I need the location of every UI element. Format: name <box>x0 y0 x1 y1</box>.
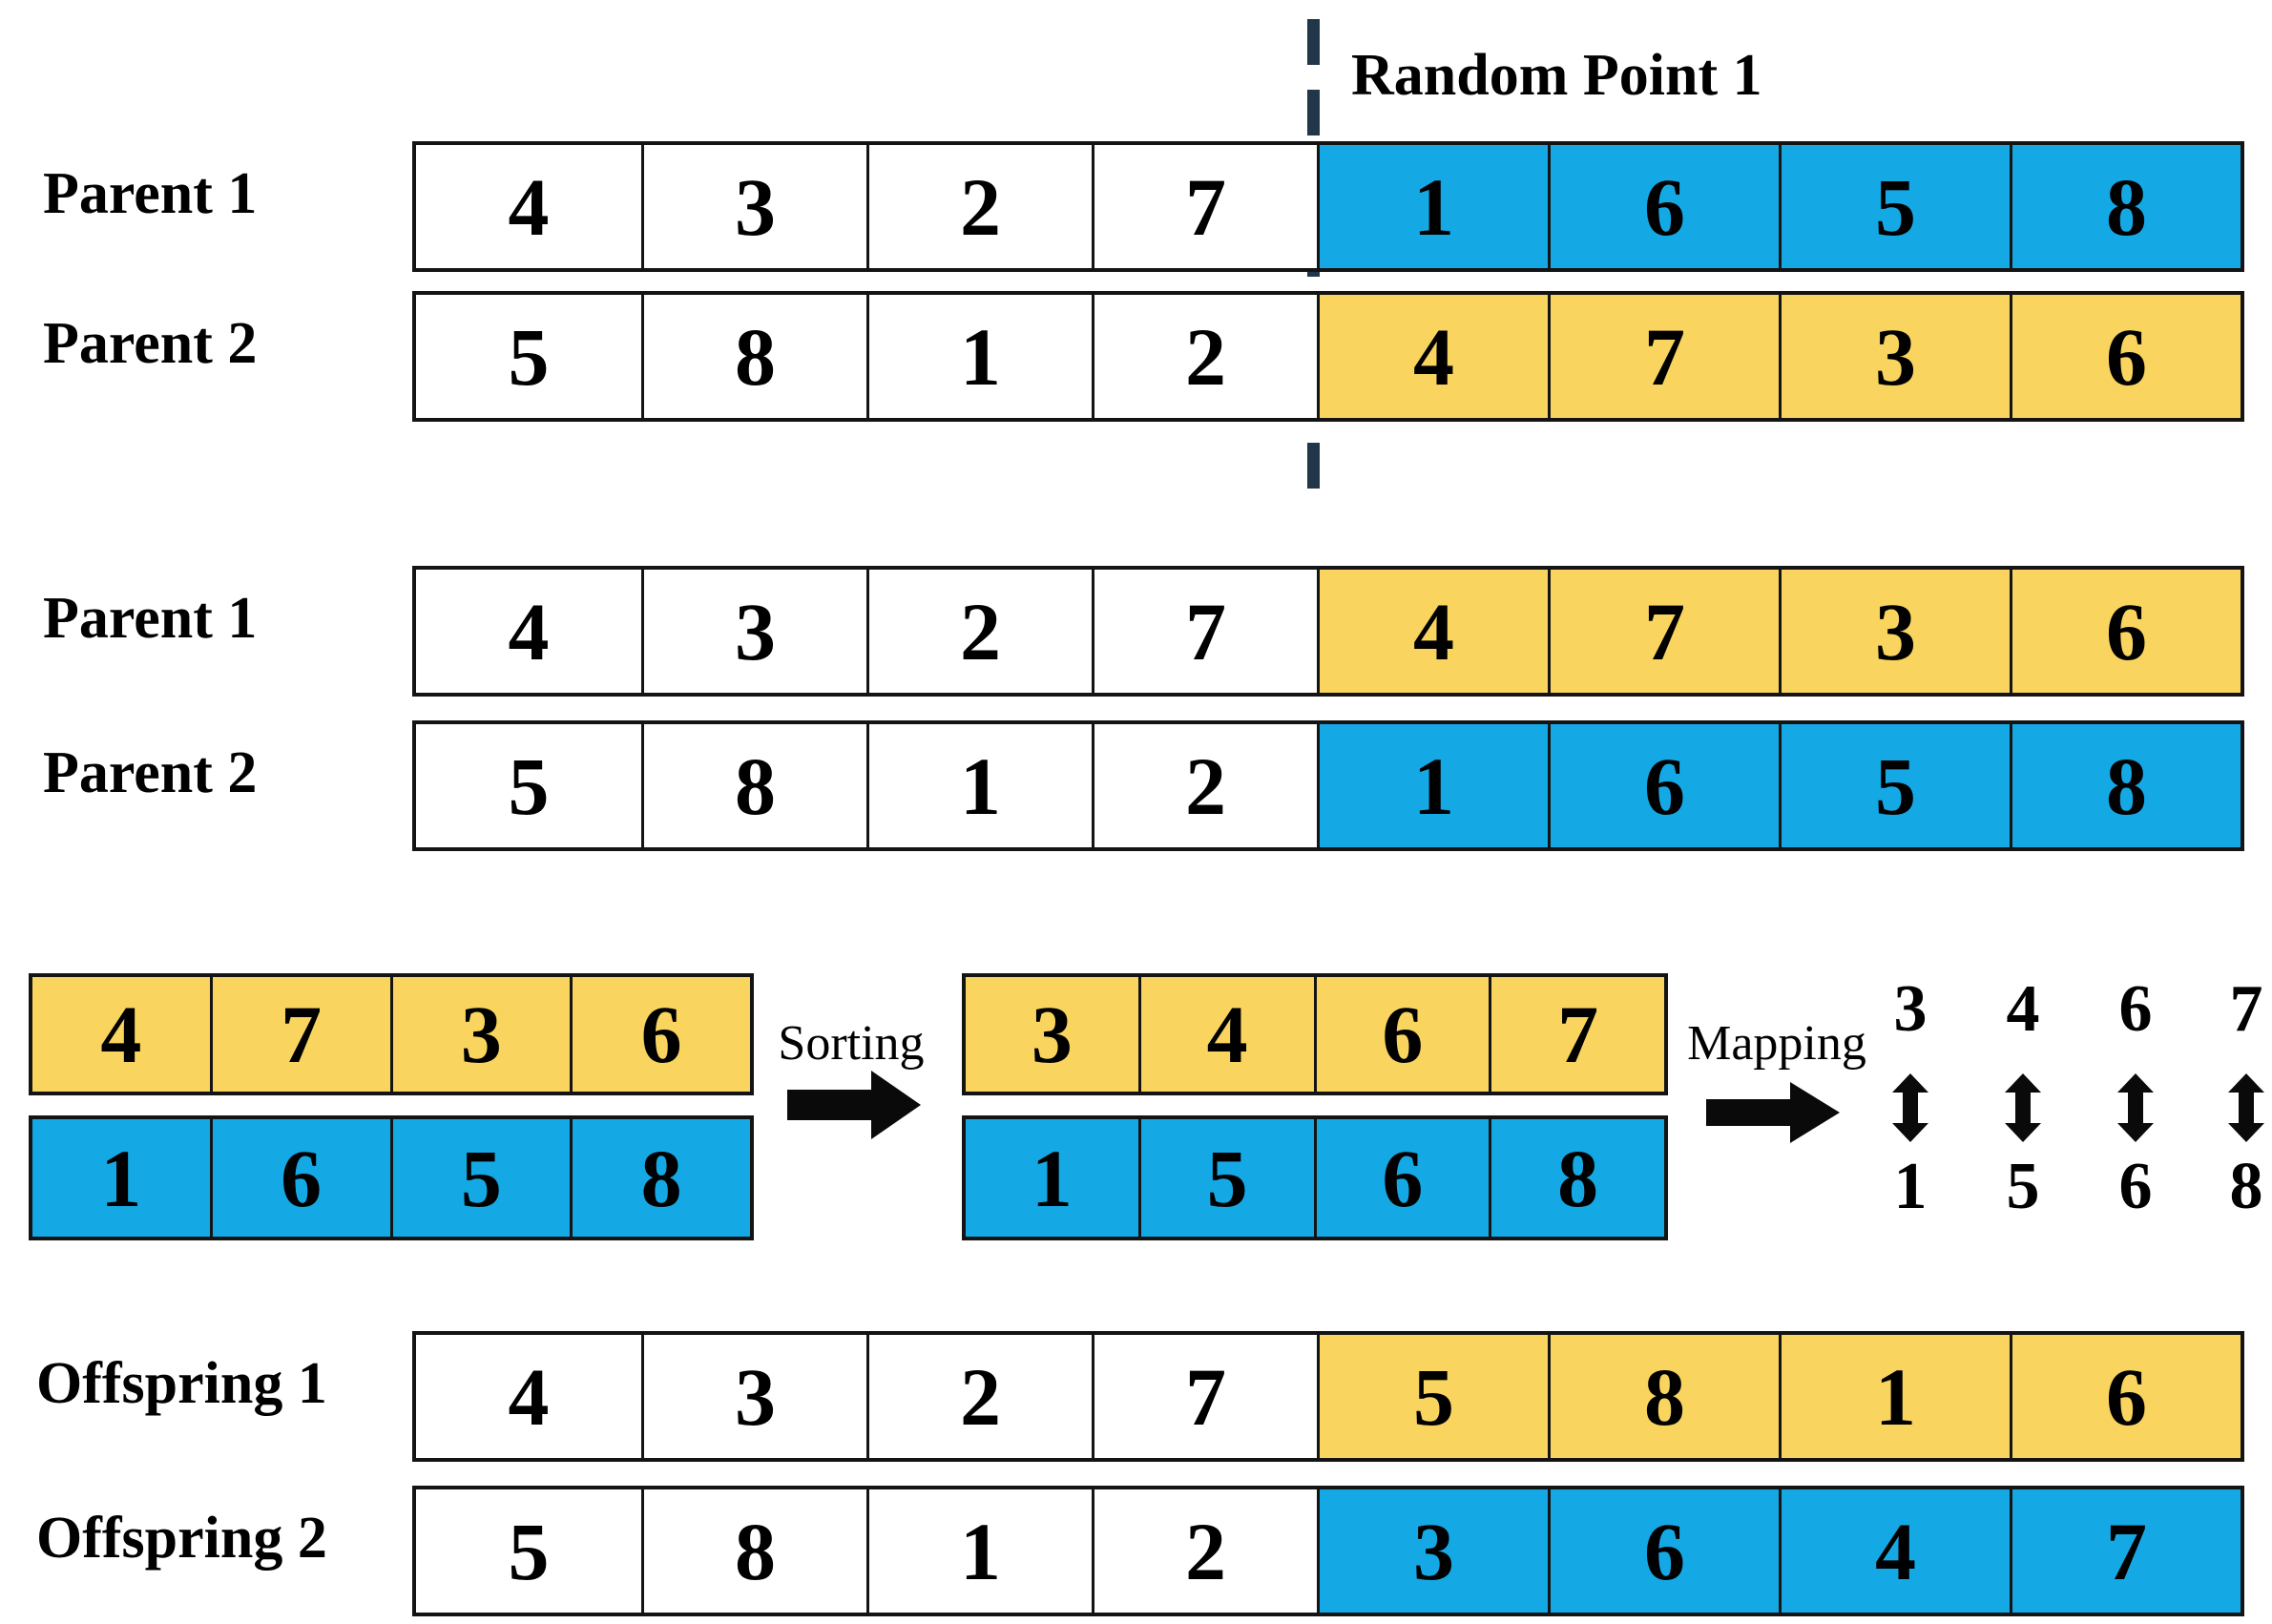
updown-arrow-icon <box>2005 1073 2041 1142</box>
gene-cell: 3 <box>1779 295 2010 418</box>
gene-cell: 6 <box>2010 295 2241 418</box>
gene-cell: 8 <box>2010 145 2241 268</box>
parent1-row-after: 4 3 2 7 4 7 3 6 <box>412 566 2244 697</box>
gene-cell: 6 <box>2010 1335 2241 1458</box>
gene-cell: 2 <box>1092 1489 1317 1613</box>
gene-cell: 8 <box>641 1489 866 1613</box>
gene-cell: 2 <box>866 1335 1092 1458</box>
offspring2-label: Offspring 2 <box>36 1506 327 1571</box>
gene-cell: 8 <box>1489 1119 1664 1237</box>
gene-cell: 1 <box>966 1119 1138 1237</box>
gene-cell: 7 <box>209 977 390 1092</box>
gene-cell: 3 <box>641 570 866 693</box>
mapping-arrow-icon <box>1706 1082 1840 1143</box>
gene-cell: 1 <box>866 1489 1092 1613</box>
mapping-label: Mapping <box>1687 1016 1866 1071</box>
mapping-bottom-number: 5 <box>2006 1150 2040 1223</box>
updown-arrow-icon <box>2117 1073 2154 1142</box>
parent1-label-before: Parent 1 <box>43 161 258 226</box>
gene-cell: 6 <box>1313 1119 1490 1237</box>
gene-cell: 6 <box>1548 145 1779 268</box>
gene-cell: 7 <box>1092 570 1317 693</box>
gene-cell: 3 <box>641 145 866 268</box>
gene-cell: 3 <box>966 977 1138 1092</box>
parent2-label-after: Parent 2 <box>43 740 258 805</box>
gene-cell: 3 <box>389 977 571 1092</box>
gene-cell: 7 <box>1092 145 1317 268</box>
gene-cell: 6 <box>1313 977 1490 1092</box>
gene-cell: 2 <box>866 145 1092 268</box>
tails-before-sort-yellow-row: 4 7 3 6 <box>29 973 754 1095</box>
tails-before-sort-blue-row: 1 6 5 8 <box>29 1115 754 1240</box>
mapping-bottom-number: 1 <box>1893 1150 1928 1223</box>
random-point-label: Random Point 1 <box>1351 43 1762 108</box>
gene-cell: 5 <box>416 724 641 847</box>
gene-cell: 1 <box>1317 145 1548 268</box>
gene-cell: 4 <box>1317 570 1548 693</box>
gene-cell: 8 <box>570 1119 750 1237</box>
updown-arrow-icon <box>2228 1073 2264 1142</box>
mapping-top-number: 7 <box>2229 972 2263 1046</box>
gene-cell: 8 <box>641 724 866 847</box>
tails-after-sort-blue-row: 1 5 6 8 <box>962 1115 1668 1240</box>
offspring1-row: 4 3 2 7 5 8 1 6 <box>412 1331 2244 1462</box>
gene-cell: 8 <box>1548 1335 1779 1458</box>
mapping-top-number: 3 <box>1893 972 1928 1046</box>
parent1-row-before: 4 3 2 7 1 6 5 8 <box>412 141 2244 272</box>
mapping-bottom-number: 6 <box>2118 1150 2153 1223</box>
gene-cell: 2 <box>866 570 1092 693</box>
gene-cell: 4 <box>416 1335 641 1458</box>
offspring1-label: Offspring 1 <box>36 1351 327 1416</box>
gene-cell: 3 <box>641 1335 866 1458</box>
gene-cell: 1 <box>1779 1335 2010 1458</box>
gene-cell: 5 <box>1137 1119 1314 1237</box>
gene-cell: 1 <box>866 724 1092 847</box>
parent2-row-before: 5 8 1 2 4 7 3 6 <box>412 291 2244 422</box>
updown-arrow-icon <box>1892 1073 1928 1142</box>
gene-cell: 7 <box>1092 1335 1317 1458</box>
gene-cell: 6 <box>1548 724 1779 847</box>
sorting-label: Sorting <box>778 1016 925 1071</box>
gene-cell: 3 <box>1779 570 2010 693</box>
gene-cell: 8 <box>641 295 866 418</box>
mapping-top-number: 6 <box>2118 972 2153 1046</box>
gene-cell: 1 <box>866 295 1092 418</box>
gene-cell: 4 <box>416 570 641 693</box>
parent1-label-after: Parent 1 <box>43 586 258 651</box>
gene-cell: 4 <box>1137 977 1314 1092</box>
gene-cell: 6 <box>209 1119 390 1237</box>
gene-cell: 2 <box>1092 724 1317 847</box>
gene-cell: 4 <box>1317 295 1548 418</box>
parent2-label-before: Parent 2 <box>43 311 258 376</box>
gene-cell: 5 <box>1317 1335 1548 1458</box>
gene-cell: 6 <box>2010 570 2241 693</box>
gene-cell: 5 <box>1779 145 2010 268</box>
gene-cell: 1 <box>1317 724 1548 847</box>
gene-cell: 1 <box>32 1119 210 1237</box>
gene-cell: 6 <box>1548 1489 1779 1613</box>
offspring2-row: 5 8 1 2 3 6 4 7 <box>412 1486 2244 1616</box>
gene-cell: 7 <box>1548 295 1779 418</box>
gene-cell: 7 <box>1489 977 1664 1092</box>
gene-cell: 4 <box>1779 1489 2010 1613</box>
parent2-row-after: 5 8 1 2 1 6 5 8 <box>412 720 2244 851</box>
gene-cell: 7 <box>2010 1489 2241 1613</box>
mapping-top-number: 4 <box>2006 972 2040 1046</box>
gene-cell: 4 <box>416 145 641 268</box>
mapping-bottom-number: 8 <box>2229 1150 2263 1223</box>
gene-cell: 8 <box>2010 724 2241 847</box>
gene-cell: 5 <box>1779 724 2010 847</box>
gene-cell: 6 <box>570 977 750 1092</box>
gene-cell: 2 <box>1092 295 1317 418</box>
gene-cell: 3 <box>1317 1489 1548 1613</box>
gene-cell: 5 <box>389 1119 571 1237</box>
gene-cell: 5 <box>416 1489 641 1613</box>
sorting-arrow-icon <box>787 1071 921 1139</box>
gene-cell: 7 <box>1548 570 1779 693</box>
gene-cell: 4 <box>32 977 210 1092</box>
tails-after-sort-yellow-row: 3 4 6 7 <box>962 973 1668 1095</box>
gene-cell: 5 <box>416 295 641 418</box>
